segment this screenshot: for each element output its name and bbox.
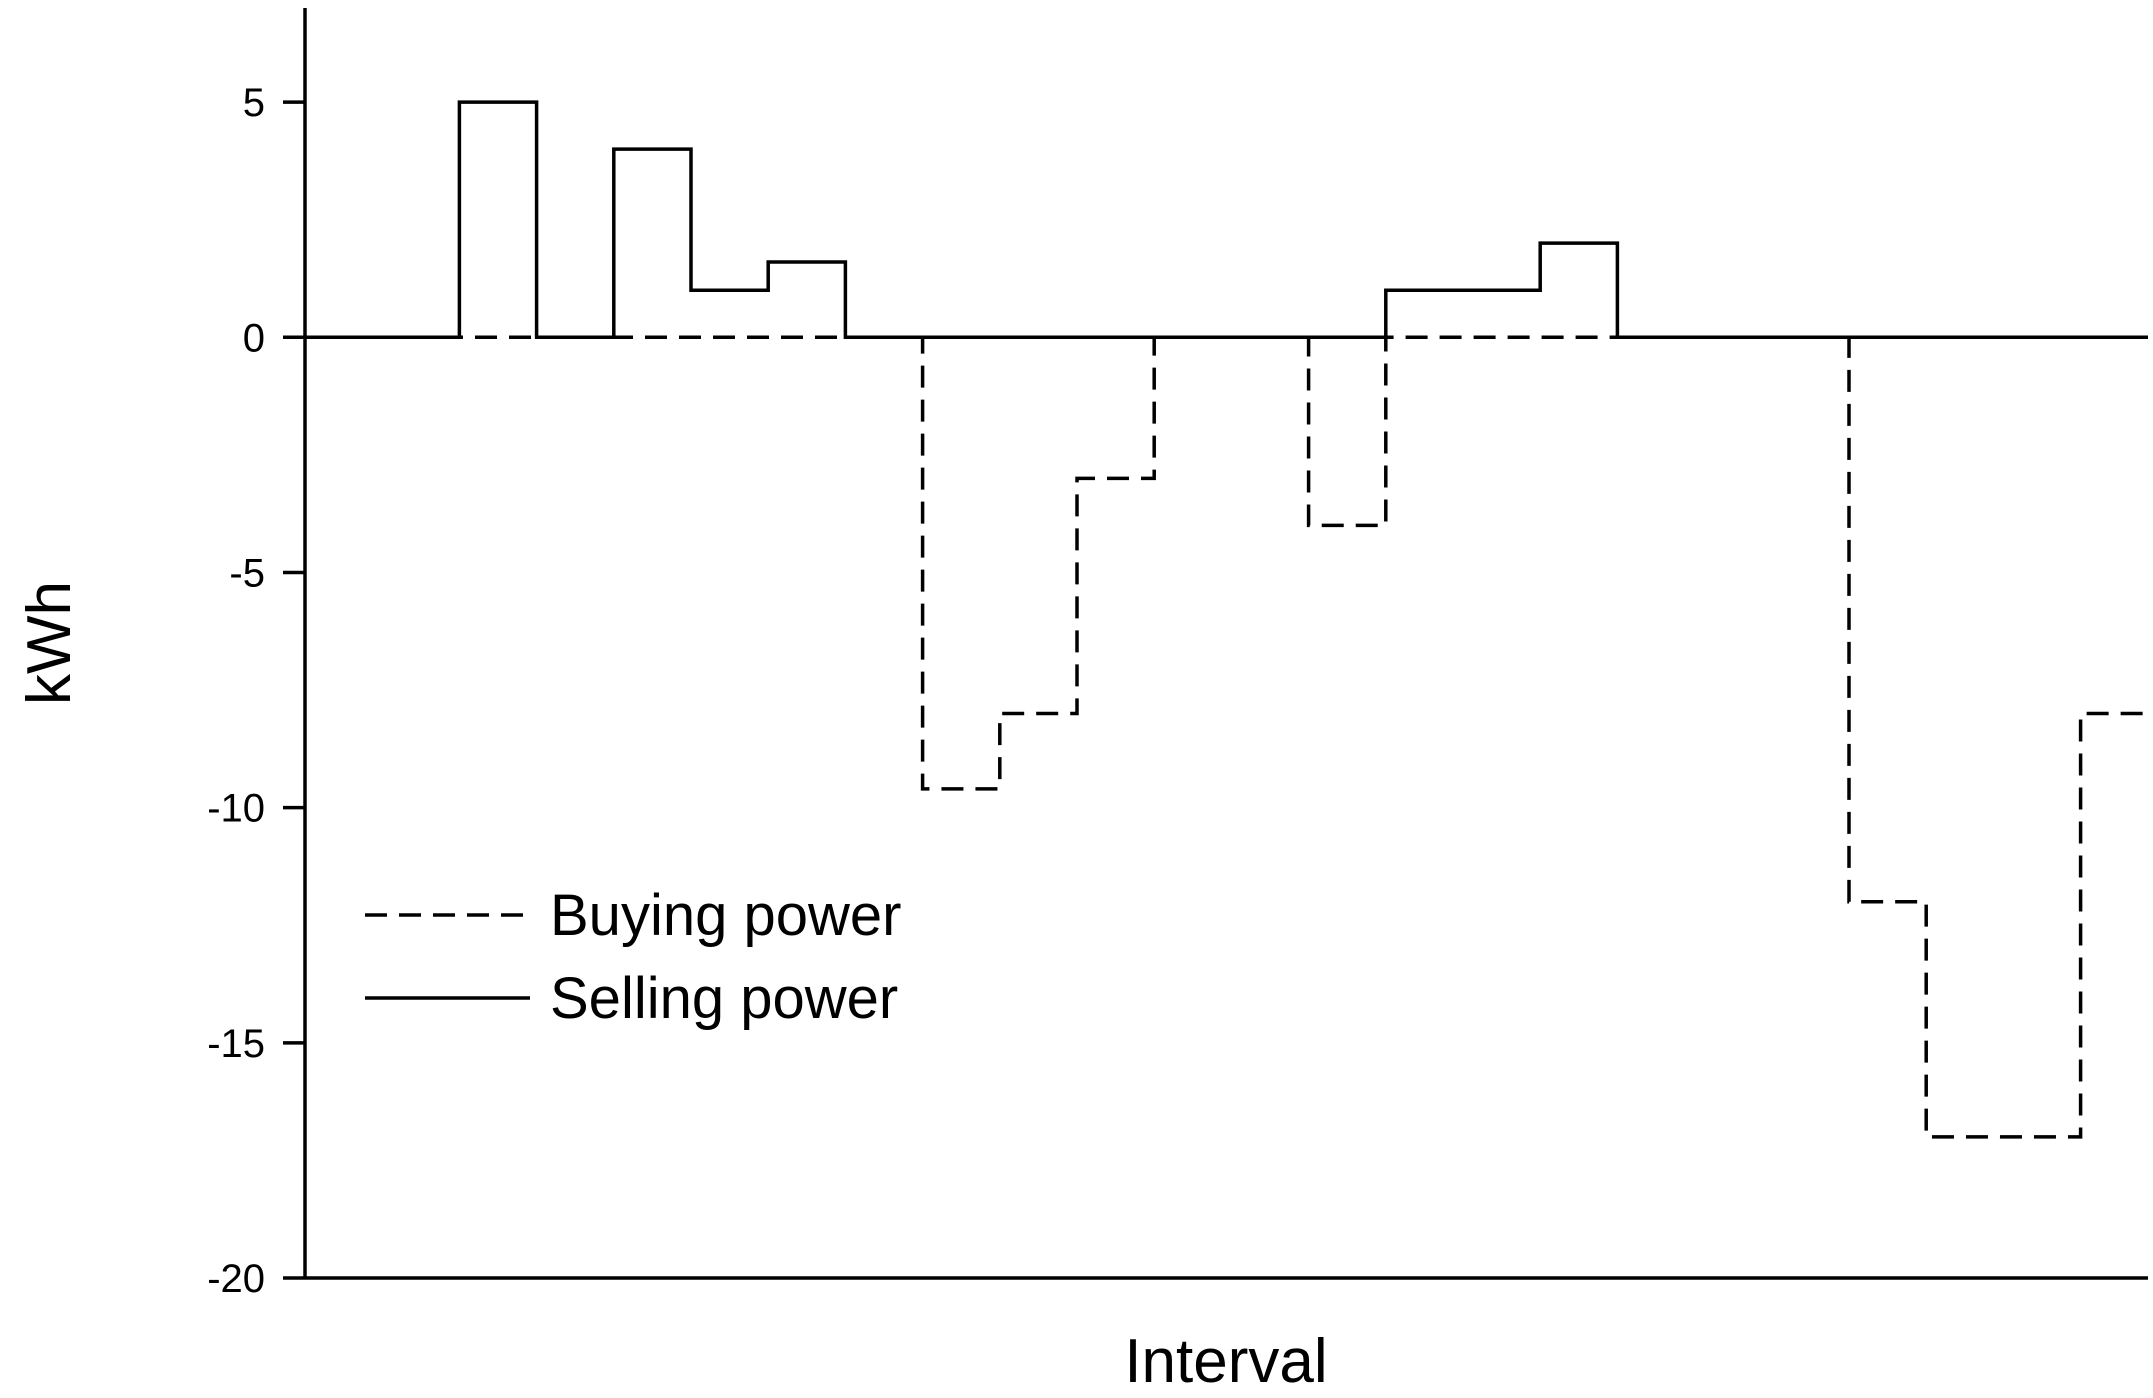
- y-axis-title: kWh: [15, 581, 84, 705]
- legend-label: Buying power: [550, 883, 901, 948]
- x-axis-title: Interval: [1124, 1327, 1327, 1396]
- y-tick-label: -20: [207, 1257, 265, 1301]
- y-tick-label: 0: [243, 316, 265, 360]
- y-tick-label: 5: [243, 81, 265, 125]
- y-tick-label: -5: [229, 551, 265, 595]
- y-tick-label: -15: [207, 1022, 265, 1066]
- axes: 5 0 -5 -10 -15 -20: [207, 8, 2148, 1301]
- selling-power-line: [305, 100, 2148, 340]
- y-tick-label: -10: [207, 787, 265, 831]
- series-layer: [305, 100, 2148, 1139]
- buying-power-line: [305, 335, 2148, 1139]
- legend-label: Selling power: [550, 966, 898, 1031]
